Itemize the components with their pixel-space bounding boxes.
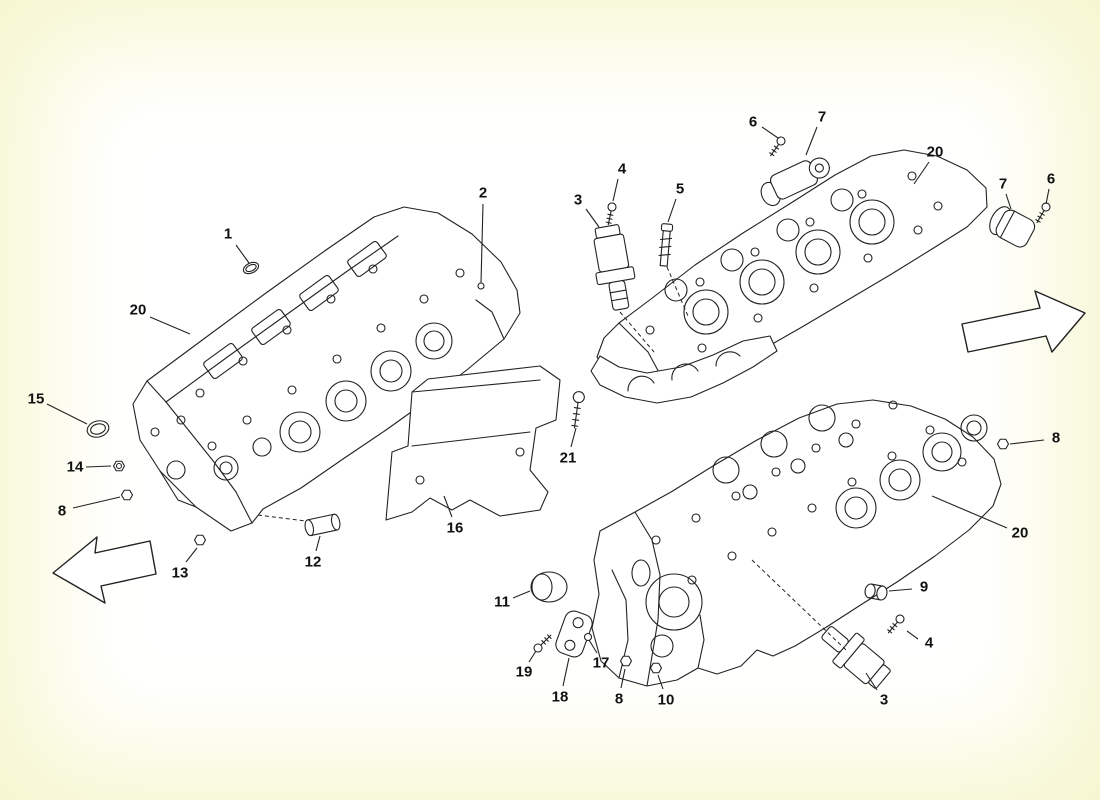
construction-line	[619, 311, 655, 353]
part-callout-7[interactable]: 7	[998, 175, 1008, 193]
bolt-part-4-left-drawing	[603, 201, 618, 226]
leader-line-18	[562, 657, 570, 687]
leader-line-3	[865, 672, 878, 691]
leader-line-8	[72, 496, 121, 509]
part-callout-5[interactable]: 5	[675, 180, 685, 198]
leader-line-4	[612, 178, 619, 202]
dowel-part-12-drawing	[304, 513, 341, 537]
leader-line-3	[585, 208, 600, 228]
cylinder-head-top-left-drawing	[132, 206, 521, 532]
part-callout-4[interactable]: 4	[617, 160, 627, 178]
bolt-part-21-drawing	[571, 391, 585, 429]
part-callout-10[interactable]: 10	[657, 691, 675, 709]
part-callout-6[interactable]: 6	[1046, 170, 1056, 188]
part-callout-20[interactable]: 20	[1011, 524, 1029, 542]
leader-line-19	[528, 650, 537, 663]
heat-shield-plate-drawing	[385, 365, 561, 521]
leader-line-6	[1045, 188, 1050, 205]
nut-part-8-left-drawing	[120, 489, 134, 501]
bolt-part-6-top-drawing	[766, 134, 788, 159]
part-callout-12[interactable]: 12	[304, 553, 322, 571]
part-callout-8[interactable]: 8	[57, 502, 67, 520]
leader-line-7	[805, 126, 818, 156]
leader-line-7	[1005, 193, 1012, 210]
part-callout-8[interactable]: 8	[1051, 429, 1061, 447]
leader-line-14	[85, 465, 112, 468]
part-callout-1[interactable]: 1	[223, 225, 233, 243]
part-callout-3[interactable]: 3	[879, 691, 889, 709]
part-callout-19[interactable]: 19	[515, 663, 533, 681]
o-ring-part-15-drawing	[86, 420, 110, 438]
bolt-part-19-drawing	[531, 631, 555, 655]
construction-lines-layer	[257, 266, 847, 651]
leader-line-12	[315, 535, 321, 552]
part-callout-14[interactable]: 14	[66, 458, 84, 476]
leader-line-21	[570, 427, 577, 448]
leader-line-16	[443, 495, 453, 518]
leader-line-2	[480, 203, 484, 284]
bolt-part-6-right-drawing	[1032, 200, 1053, 226]
sensor-part-3-bottom-drawing	[821, 626, 891, 689]
part-callout-20[interactable]: 20	[926, 143, 944, 161]
stud-part-17-drawing	[583, 632, 593, 642]
construction-line	[257, 514, 307, 522]
leader-lines-layer	[46, 126, 1050, 691]
leader-line-10	[657, 674, 664, 690]
cylinder-head-bottom-right-drawing	[591, 399, 1002, 687]
nut-part-8-bottom-drawing	[619, 655, 633, 667]
part-callout-20[interactable]: 20	[129, 301, 147, 319]
leader-line-9	[888, 588, 913, 592]
leader-line-20	[149, 316, 191, 335]
camshaft-housing-top-right-drawing	[590, 149, 988, 404]
leader-line-15	[46, 403, 88, 425]
leader-line-13	[185, 547, 198, 563]
part-callout-21[interactable]: 21	[559, 449, 577, 467]
nut-part-10-drawing	[649, 662, 663, 674]
construction-line	[751, 559, 847, 651]
part-callout-4[interactable]: 4	[924, 634, 934, 652]
leader-line-8	[620, 668, 626, 689]
o-ring-part-1-drawing	[242, 261, 260, 275]
part-callout-17[interactable]: 17	[592, 654, 610, 672]
leader-line-6	[761, 126, 779, 139]
leader-line-4	[906, 630, 919, 640]
leader-line-1	[235, 244, 250, 264]
part-callout-18[interactable]: 18	[551, 688, 569, 706]
plug-part-9-drawing	[864, 583, 888, 601]
leader-line-8	[1009, 439, 1045, 445]
sensor-part-7-right-drawing	[989, 206, 1036, 248]
part-callout-6[interactable]: 6	[748, 113, 758, 131]
leader-line-20	[913, 161, 930, 185]
part-callout-16[interactable]: 16	[446, 519, 464, 537]
stud-part-5-drawing	[658, 223, 674, 267]
nut-part-14-drawing	[112, 460, 126, 472]
part-callout-15[interactable]: 15	[27, 390, 45, 408]
leader-line-11	[512, 590, 531, 599]
nut-part-13-drawing	[193, 534, 207, 546]
cap-part-11-drawing	[530, 571, 568, 603]
sensor-part-3-left-drawing	[593, 224, 636, 311]
direction-arrows-layer	[52, 290, 1086, 604]
leader-line-5	[667, 198, 677, 223]
part-callout-2[interactable]: 2	[478, 184, 488, 202]
part-callout-8[interactable]: 8	[614, 690, 624, 708]
bolt-part-4-bottom-drawing	[884, 612, 907, 636]
nut-part-8-right-drawing	[996, 438, 1010, 450]
part-callout-11[interactable]: 11	[494, 593, 510, 611]
construction-line	[666, 266, 689, 317]
sensor-part-7-top-drawing	[760, 157, 830, 207]
direction-arrow-left	[52, 536, 157, 604]
direction-arrow-right	[961, 290, 1086, 353]
leader-line-17	[588, 639, 598, 654]
part-callout-9[interactable]: 9	[919, 578, 929, 596]
leader-line-20	[931, 495, 1008, 529]
part-callout-3[interactable]: 3	[573, 191, 583, 209]
part-callout-13[interactable]: 13	[171, 564, 189, 582]
part-callout-7[interactable]: 7	[817, 108, 827, 126]
